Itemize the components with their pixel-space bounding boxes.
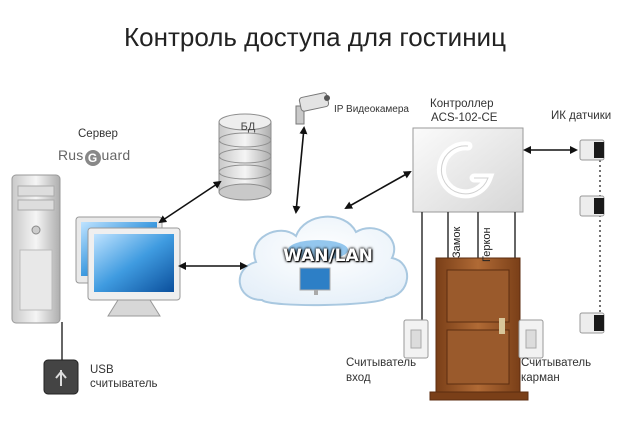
network-cloud-icon <box>238 215 408 307</box>
reader-entry-label-line2: вход <box>346 372 371 384</box>
usb-reader-label-line2: считыватель <box>90 378 158 390</box>
connection-arrows <box>158 126 578 270</box>
ir-sensor-icon <box>579 195 605 217</box>
controller-label-line1: Контроллер <box>430 98 494 110</box>
controller-box-icon <box>412 127 524 213</box>
usb-reader-icon <box>43 322 79 395</box>
ir-sensor-icon <box>579 139 605 161</box>
database-label: БД <box>240 121 256 133</box>
logo-badge: G <box>84 150 101 166</box>
lock-label: Замок <box>451 226 463 258</box>
database-icon <box>218 113 272 201</box>
ir-sensors-label: ИК датчики <box>551 110 612 122</box>
logo-text-part2: uard <box>101 147 131 163</box>
camera-label: IP Видеокамера <box>334 104 409 115</box>
network-label: WAN/LAN <box>283 246 373 266</box>
controller-label-line2: ACS-102-CE <box>431 112 498 124</box>
reed-switch-label: Геркон <box>481 227 493 262</box>
reader-entry-icon <box>403 319 429 359</box>
usb-reader-label-line1: USB <box>90 364 114 376</box>
arrow-monitor-to-db <box>158 180 222 224</box>
reader-pocket-icon <box>518 319 544 359</box>
server-tower-icon <box>11 174 61 324</box>
ip-camera-icon <box>295 92 330 125</box>
reader-entry-label-line1: Считыватель <box>346 357 417 369</box>
reader-pocket-label-line2: карман <box>521 372 560 384</box>
ir-sensor-chain <box>579 139 605 334</box>
server-label: Сервер <box>78 128 118 140</box>
logo-text-part1: Rus <box>58 147 84 163</box>
monitor-front-icon <box>87 227 181 317</box>
arrow-cloud-to-controller <box>344 171 412 209</box>
arrow-camera-to-cloud <box>292 126 308 214</box>
page-title: Контроль доступа для гостиниц <box>124 22 506 52</box>
reader-pocket-label-line1: Считыватель <box>521 357 592 369</box>
ir-sensor-icon <box>579 312 605 334</box>
door-icon <box>429 257 529 401</box>
